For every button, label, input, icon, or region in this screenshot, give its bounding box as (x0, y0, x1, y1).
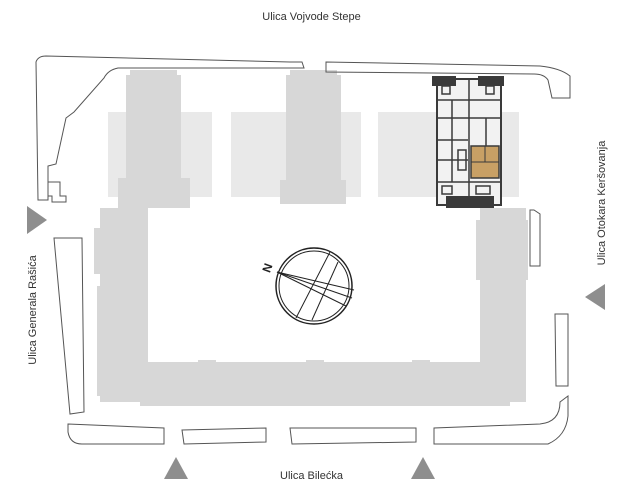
triangle-arrow-icon (411, 457, 435, 479)
floor-plan-top-left-cap (432, 76, 456, 86)
outline-bottom-lot-left (67, 423, 165, 445)
triangle-arrow-icon (164, 457, 188, 479)
street-label-right: Ulica Otokara Keršovanja (596, 140, 608, 266)
building-left-tower-wing (118, 178, 190, 208)
entrance-arrows (27, 206, 605, 479)
floor-plan-section (432, 76, 504, 208)
building-bottom-wing-notch-1 (198, 360, 216, 366)
building-right-wing-bump (476, 220, 528, 280)
building-middle-tower-wing (280, 180, 346, 204)
outline-bottom-lot-mid-left (181, 427, 267, 445)
outline-right-strip-lower (554, 313, 569, 387)
street-label-top: Ulica Vojvode Stepe (262, 11, 361, 23)
building-right-wing-lower (488, 280, 526, 400)
building-bottom-wing-notch-3 (412, 360, 430, 366)
outline-top-right-lot (325, 61, 571, 99)
outline-top-left-lot (35, 55, 305, 201)
floor-plan-bottom-base (446, 196, 494, 208)
outline-right-strip (529, 209, 541, 267)
building-left-wing-bump (94, 228, 104, 274)
building-bottom-wing-notch-2 (306, 360, 324, 366)
building-complex (94, 70, 528, 406)
outline-kiosk (47, 181, 67, 203)
floor-plan-top-right-cap (478, 76, 504, 86)
triangle-arrow-icon (27, 206, 47, 234)
outline-left-strip (53, 237, 85, 415)
street-label-bottom: Ulica Bilećka (280, 470, 343, 482)
outline-bottom-right-corner (433, 395, 569, 445)
compass-rose-icon (275, 247, 355, 325)
triangle-arrow-icon (585, 284, 605, 310)
building-middle-tower-cap (290, 70, 337, 80)
site-outline (35, 55, 571, 445)
outline-bottom-lot-mid-right (289, 427, 417, 445)
building-left-tower-cap (130, 70, 177, 80)
building-bottom-wing-step (140, 368, 510, 406)
street-label-left: Ulica Generala Rašića (27, 255, 39, 365)
